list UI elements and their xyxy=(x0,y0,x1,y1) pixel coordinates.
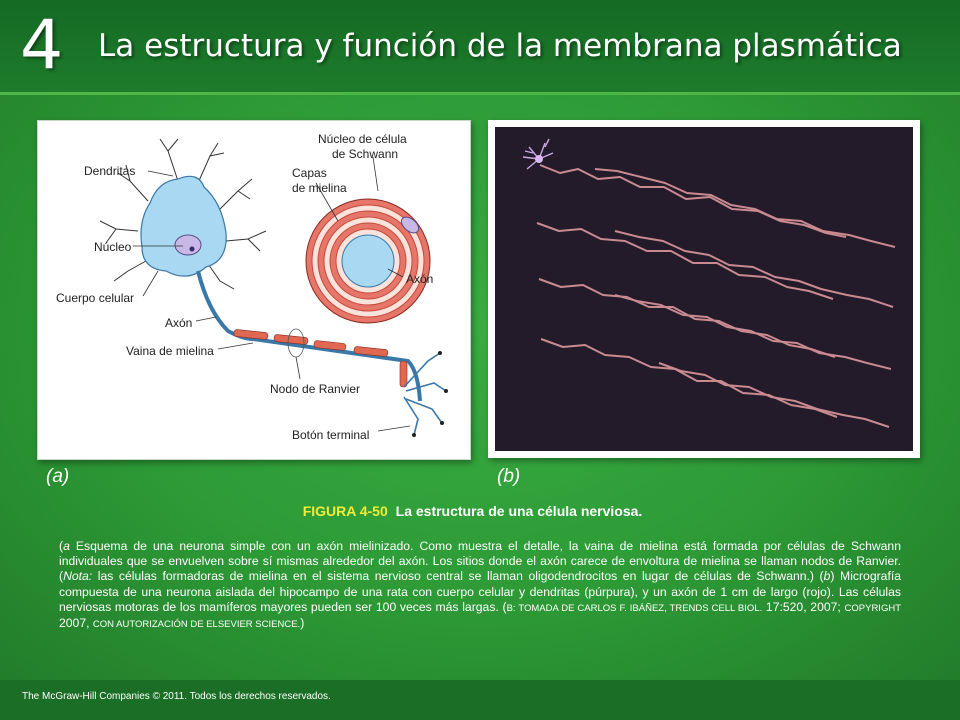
label-node-of-ranvier: Nodo de Ranvier xyxy=(270,382,360,396)
label-terminal-button: Botón terminal xyxy=(292,428,369,442)
caption-note-label: Nota: xyxy=(63,569,93,584)
figure-caption-title: FIGURA 4-50 La estructura de una célula … xyxy=(0,503,945,519)
panel-b-tag: (b) xyxy=(497,466,521,487)
copyright-text: The McGraw-Hill Companies © 2011. Todos … xyxy=(22,691,331,702)
figure-caption-body: (a Esquema de una neurona simple con un … xyxy=(59,539,901,631)
label-dendrites: Dendritas xyxy=(84,164,135,178)
label-myelin-layers-2: de mielina xyxy=(292,181,347,195)
label-schwann-nucleus-2: de Schwann xyxy=(332,147,398,161)
label-myelin-sheath: Vaina de mielina xyxy=(126,344,214,358)
caption-source-1: B: tomada de Carlos F. Ibáñez, Trends Ce… xyxy=(506,602,763,614)
neuron-diagram-panel: Dendritas Núcleo Cuerpo celular Axón Vai… xyxy=(37,120,471,460)
caption-part-b: b xyxy=(823,569,831,584)
caption-text-3: ) Micrografía compuesta de una neurona a… xyxy=(59,569,901,614)
micrograph-image xyxy=(495,127,913,451)
panel-a-tag: (a) xyxy=(46,466,70,487)
label-axon: Axón xyxy=(165,316,192,330)
caption-text-5: 2007, xyxy=(59,616,93,631)
slide-footer: The McGraw-Hill Companies © 2011. Todos … xyxy=(0,680,960,720)
label-myelin-layers-1: Capas xyxy=(292,166,327,180)
figure-number: FIGURA 4-50 xyxy=(302,503,388,519)
label-axon-detail: Axón xyxy=(406,272,433,286)
axon-micrograph xyxy=(522,138,896,428)
figure-title: La estructura de una célula nerviosa. xyxy=(395,503,643,519)
caption-part-a: a xyxy=(63,539,70,553)
label-nucleus: Núcleo xyxy=(94,240,132,254)
caption-text-1: Esquema de una neurona simple con un axó… xyxy=(59,539,901,584)
neuron-diagram: Dendritas Núcleo Cuerpo celular Axón Vai… xyxy=(56,132,448,442)
chapter-number: 4 xyxy=(20,6,64,85)
label-cell-body: Cuerpo celular xyxy=(56,291,134,305)
caption-text-6: ) xyxy=(300,616,305,631)
slide-header: 4 La estructura y función de la membrana… xyxy=(0,0,960,95)
caption-source-2: copyright xyxy=(844,602,901,614)
label-schwann-nucleus-1: Núcleo de célula xyxy=(318,132,407,146)
slide-title: La estructura y función de la membrana p… xyxy=(98,28,902,64)
caption-text-4: 17:520, 2007; xyxy=(762,599,845,614)
slide-body: Dendritas Núcleo Cuerpo celular Axón Vai… xyxy=(0,95,960,680)
caption-source-3: con autorización de Elsevier Science. xyxy=(92,619,301,631)
micrograph-panel xyxy=(488,120,920,458)
caption-text-2: las células formadoras de mielina en el … xyxy=(92,569,824,584)
